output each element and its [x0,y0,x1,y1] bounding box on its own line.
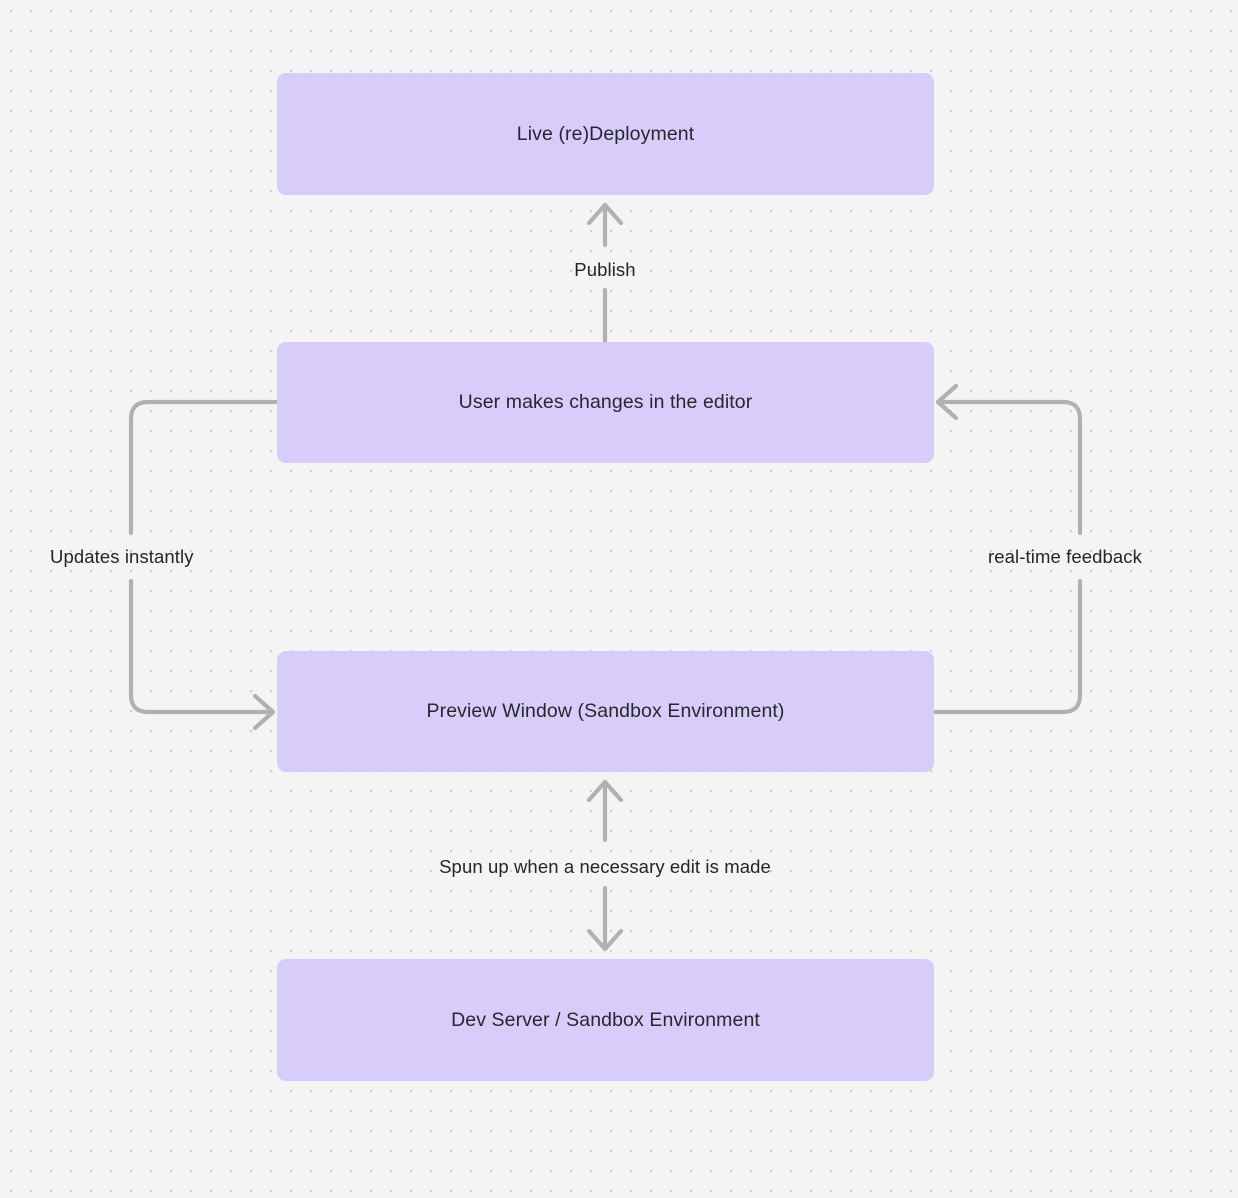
node-label: User makes changes in the editor [458,391,753,413]
arrowhead-left-realtime [935,383,959,421]
edge-label-updates-instantly: Updates instantly [50,546,194,567]
edge-updates-segment-lower [128,578,276,715]
node-dev-server-sandbox-environment[interactable]: Dev Server / Sandbox Environment [277,959,934,1081]
node-user-makes-changes-in-the-editor[interactable]: User makes changes in the editor [277,342,934,463]
edge-realtime-segment-lower [931,578,1083,715]
edge-label-publish: Publish [574,259,636,280]
arrowhead-down-spunup [586,928,624,952]
node-preview-window-sandbox-environment[interactable]: Preview Window (Sandbox Environment) [277,651,934,772]
node-label: Dev Server / Sandbox Environment [451,1008,760,1031]
arrowhead-up-publish [586,202,624,226]
arrowhead-right-updates [252,693,276,731]
arrowhead-up-spunup [586,779,624,803]
edge-updates-segment-upper [128,399,280,536]
edge-label-spun-up-when-a-necessary-edit-is-made: Spun up when a necessary edit is made [439,856,771,877]
edge-label-real-time-feedback: real-time feedback [988,546,1142,567]
node-label: Preview Window (Sandbox Environment) [426,700,785,722]
node-live-redeployment[interactable]: Live (re)Deployment [277,73,934,195]
edge-realtime-segment-upper [935,399,1083,536]
node-label: Live (re)Deployment [516,122,695,145]
